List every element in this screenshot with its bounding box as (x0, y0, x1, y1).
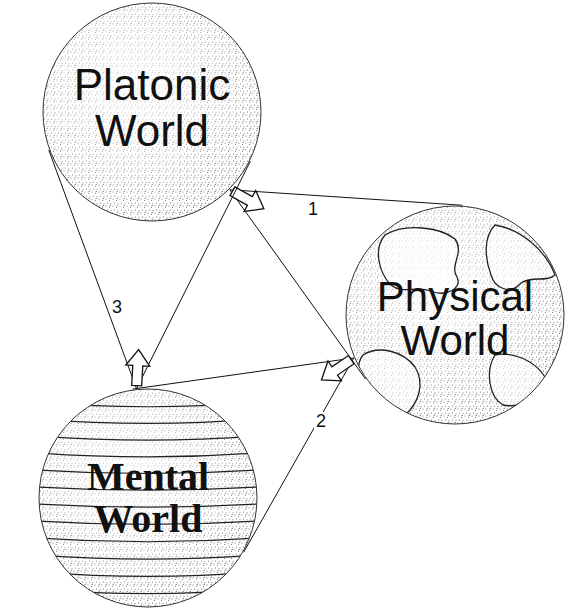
highlight (346, 206, 564, 424)
world-label: Mental World (58, 456, 238, 540)
hollow-arrow (230, 187, 264, 212)
world-label: Physical World (360, 275, 550, 363)
callout-number: 3 (110, 298, 124, 316)
stipple (39, 389, 257, 607)
world-label: Platonic World (57, 62, 247, 154)
callout-number: 2 (314, 412, 328, 430)
sphere-rim (43, 3, 261, 221)
hollow-arrow (126, 350, 150, 386)
sphere-ground (346, 206, 564, 424)
stipple (43, 3, 261, 221)
highlight (43, 3, 261, 221)
latitude-band (38, 589, 258, 594)
mental-sphere: Mental World (38, 388, 258, 608)
stipple (346, 206, 564, 424)
physical-sphere: Physical World (345, 205, 565, 425)
callout-number: 1 (306, 200, 320, 218)
sphere-ground (39, 389, 257, 607)
hollow-arrow (322, 356, 355, 381)
platonic-sphere: Platonic World (42, 2, 262, 222)
highlight (39, 389, 257, 607)
sphere-rim (346, 206, 564, 424)
latitude-band (38, 436, 258, 440)
sphere-rim (39, 389, 257, 607)
latitude-band (38, 555, 258, 559)
sphere-ground (43, 3, 261, 221)
latitude-band (38, 402, 258, 407)
